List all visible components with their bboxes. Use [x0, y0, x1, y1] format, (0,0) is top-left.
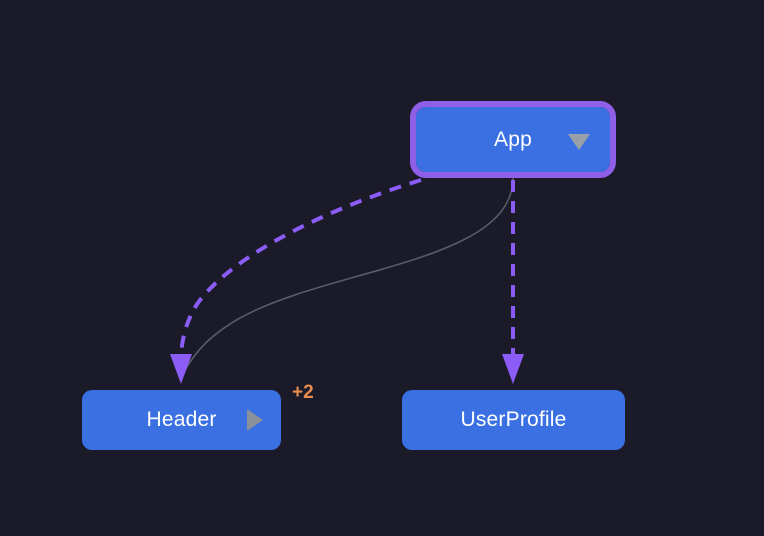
hidden-children-badge: +2	[292, 382, 314, 403]
arrowhead-userprofile	[502, 354, 524, 384]
edge-userprofile-to-header	[183, 177, 514, 373]
edge-app-to-header	[179, 178, 422, 357]
triangle-down-icon[interactable]	[568, 133, 590, 150]
graph-node-userprofile-label: UserProfile	[460, 408, 567, 431]
graph-node-header-label: Header	[146, 408, 217, 431]
arrowhead-header	[170, 354, 192, 384]
graph-node-app[interactable]: App	[410, 101, 616, 178]
triangle-right-icon[interactable]	[247, 409, 263, 431]
graph-node-app-label: App	[494, 127, 532, 151]
graph-node-header[interactable]: Header	[82, 390, 281, 450]
graph-node-userprofile[interactable]: UserProfile	[402, 390, 625, 450]
